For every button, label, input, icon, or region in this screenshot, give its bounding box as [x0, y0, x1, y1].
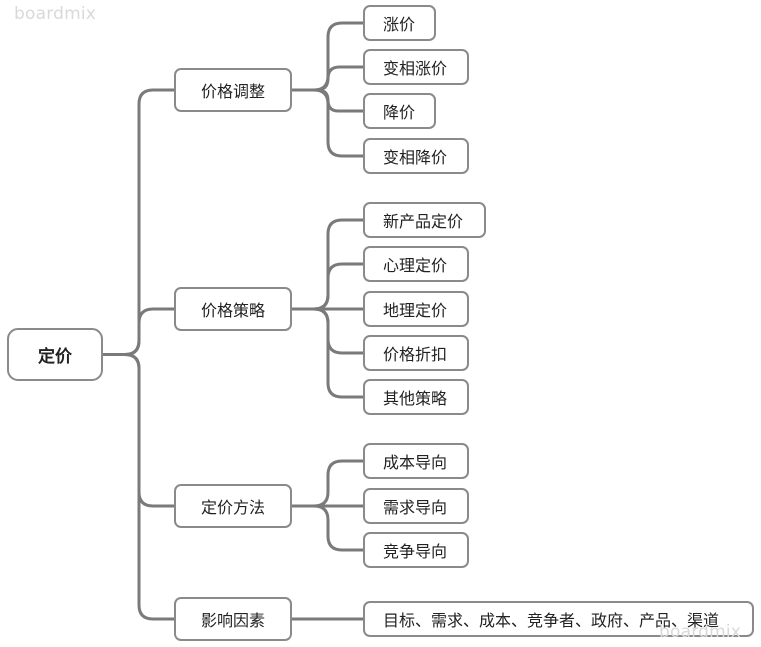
- leaf-cost-oriented[interactable]: 成本导向: [363, 443, 469, 479]
- branch-pricing-method[interactable]: 定价方法: [174, 484, 292, 528]
- leaf-new-product-pricing[interactable]: 新产品定价: [363, 202, 486, 238]
- connector-branch-pricing-method-to-leaf-competition-oriented: [290, 504, 365, 552]
- leaf-price-discount[interactable]: 价格折扣: [363, 335, 469, 371]
- branch-price-strategy[interactable]: 价格策略: [174, 287, 292, 331]
- watermark-bottom: boardmix: [659, 622, 742, 642]
- leaf-disguised-increase[interactable]: 变相涨价: [363, 49, 469, 85]
- branch-price-adjustment[interactable]: 价格调整: [174, 68, 292, 112]
- leaf-factor-list[interactable]: 目标、需求、成本、竞争者、政府、产品、渠道: [363, 601, 754, 637]
- leaf-psychological-pricing[interactable]: 心理定价: [363, 246, 469, 282]
- branch-influencing-factors[interactable]: 影响因素: [174, 597, 292, 641]
- connector-center-to-branch-influencing-factors: [101, 353, 176, 621]
- connector-branch-price-adjustment-to-leaf-disguised-decrease: [290, 88, 365, 158]
- connector-branch-pricing-method-to-leaf-cost-oriented: [290, 459, 365, 508]
- leaf-geographic-pricing[interactable]: 地理定价: [363, 291, 469, 327]
- leaf-demand-oriented[interactable]: 需求导向: [363, 488, 469, 524]
- leaf-disguised-decrease[interactable]: 变相降价: [363, 138, 469, 174]
- connector-branch-price-strategy-to-leaf-other-strategies: [290, 307, 365, 399]
- leaf-price-increase[interactable]: 涨价: [363, 5, 436, 41]
- leaf-price-decrease[interactable]: 降价: [363, 93, 436, 129]
- watermark-top: boardmix: [14, 4, 97, 24]
- leaf-competition-oriented[interactable]: 竞争导向: [363, 532, 469, 568]
- center-node[interactable]: 定价: [7, 328, 103, 381]
- leaf-other-strategies[interactable]: 其他策略: [363, 379, 469, 415]
- connector-center-to-branch-price-adjustment: [101, 88, 176, 356]
